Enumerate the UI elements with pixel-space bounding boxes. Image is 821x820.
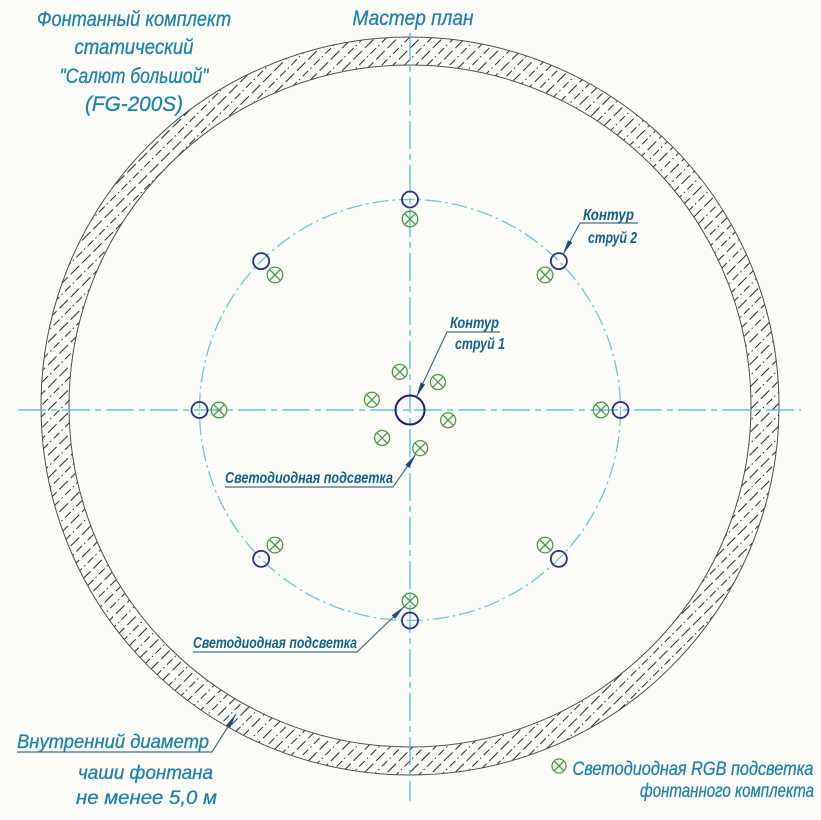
basin-note-line1: Внутренний диаметр	[17, 731, 209, 753]
fountain-jet	[549, 252, 568, 271]
callout-jet-contour-2-line2: струй 2	[588, 230, 637, 247]
led-rgb-icon	[551, 758, 567, 774]
led-rgb-icon	[412, 440, 429, 457]
fountain-jet	[401, 611, 419, 630]
callout-jet-contour-1: Контур струй 1	[450, 315, 505, 353]
basin-note: Внутренний диаметр чаши фонтана не менее…	[17, 731, 217, 809]
led-rgb-icon	[363, 391, 380, 408]
led-rgb-icon	[429, 373, 447, 391]
led-rgb-icon	[440, 412, 457, 429]
jet-contour-2-circle	[198, 198, 622, 622]
product-note-line3: "Салют большой"	[60, 65, 210, 88]
leader-jet-contour-2	[562, 222, 638, 255]
led-rgb-icon	[592, 401, 610, 419]
fountain-jet	[549, 549, 568, 568]
leader-led-inner	[225, 453, 417, 488]
led-rgb-icon	[401, 210, 419, 228]
callout-jet-contour-2: Контур струй 2	[583, 207, 637, 247]
led-rgb-icon	[551, 758, 567, 774]
product-note: Фонтанный комплект статический "Салют бо…	[37, 8, 231, 116]
leader-jet-contour-1	[415, 331, 500, 398]
led-rgb-icon	[373, 429, 391, 447]
product-note-line4: (FG-200S)	[85, 93, 183, 116]
basin-note-line2: чаши фонтана	[78, 762, 213, 784]
product-note-line1: Фонтанный комплект	[37, 8, 231, 31]
led-rgb-icon	[401, 592, 419, 610]
legend-line2: фонтанного комплекта	[640, 780, 814, 802]
page-title: Мастер план	[353, 6, 474, 30]
jet-contour-2-jets	[190, 190, 630, 630]
inner-led-ring	[363, 363, 457, 457]
led-rgb-icon	[536, 536, 554, 554]
fountain-jet	[190, 401, 209, 419]
callout-led-inner: Светодиодная подсветка	[225, 470, 393, 487]
callout-jet-contour-1-line1: Контур	[450, 315, 499, 332]
callout-jet-contour-2-line1: Контур	[583, 207, 634, 224]
led-rgb-icon	[391, 363, 408, 380]
outer-led-ring	[210, 210, 610, 610]
fountain-jet	[611, 401, 630, 419]
fountain-jet	[401, 190, 419, 209]
leader-led-outer	[193, 606, 405, 653]
led-rgb-icon	[266, 266, 284, 284]
legend-line1: Светодиодная RGB подсветка	[573, 758, 814, 780]
product-note-line2: статический	[75, 36, 194, 59]
callout-jet-contour-1-line2: струй 1	[455, 336, 505, 353]
led-rgb-icon	[266, 536, 284, 554]
fountain-jet	[252, 549, 271, 568]
led-rgb-icon	[536, 266, 554, 284]
fountain-jet	[252, 252, 271, 271]
jet-contour-1-circle	[394, 394, 426, 426]
callout-led-outer: Светодиодная подсветка	[193, 635, 357, 652]
led-rgb-icon	[210, 401, 228, 419]
basin-note-line3: не менее 5,0 м	[76, 787, 217, 809]
legend: Светодиодная RGB подсветка фонтанного ко…	[551, 758, 814, 802]
leader-basin-diameter	[17, 713, 237, 753]
